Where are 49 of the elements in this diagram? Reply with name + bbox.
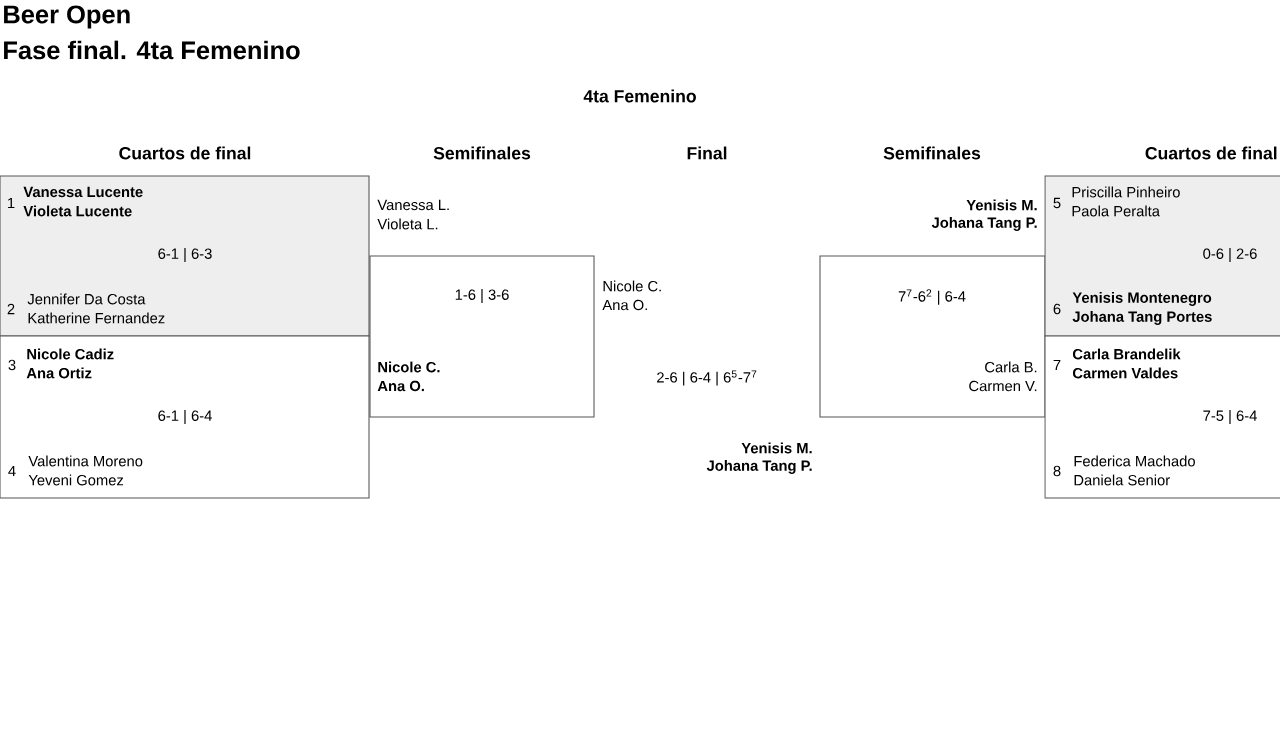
round-heading: Cuartos de final — [119, 146, 251, 160]
player-name: Carmen V. — [969, 380, 1037, 392]
player-name: Katherine Fernandez — [28, 312, 165, 324]
round-heading: Semifinales — [883, 146, 981, 160]
player-name: Ana O. — [377, 380, 424, 392]
seed-number: 6 — [1053, 303, 1061, 315]
round-heading: Final — [687, 146, 727, 160]
player-name: Nicole Cadiz — [27, 348, 114, 360]
player-name: Paola Peralta — [1072, 205, 1160, 217]
player-name: Johana Tang P. — [706, 460, 812, 474]
bracket-subtitle: Fase final. 4ta Femenino — [4, 40, 300, 60]
seed-number: 1 — [8, 197, 15, 209]
match-score: 6-1 | 6-3 — [158, 248, 212, 262]
player-name: Carla Brandelik — [1072, 348, 1181, 360]
player-name: Yenisis Montenegro — [1072, 292, 1212, 306]
player-name: Nicole C. — [378, 361, 440, 373]
player-name: Jennifer Da Costa — [27, 293, 146, 305]
player-name: Valentina Moreno — [28, 455, 143, 467]
round-heading: Cuartos de final — [1145, 146, 1277, 160]
match-score: 0-6 | 2-6 — [1203, 248, 1257, 262]
player-name: Yenisis M. — [966, 199, 1037, 211]
player-name: Johana Tang P. — [931, 217, 1037, 231]
match-score: 7$^{7}$-6$^{2}$ | 6-4 — [898, 289, 966, 305]
player-name: Carla B. — [985, 361, 1037, 373]
seed-number: 4 — [8, 465, 16, 477]
match-score: 7-5 | 6-4 — [1203, 410, 1257, 424]
seed-number: 7 — [1053, 359, 1061, 371]
player-name: Vanessa L. — [377, 199, 449, 211]
player-name: Vanessa Lucente — [23, 186, 143, 198]
round-heading: Semifinales — [433, 146, 531, 160]
seed-number: 5 — [1053, 197, 1061, 209]
player-name: Yeveni Gomez — [28, 474, 124, 486]
category-heading: 4ta Femenino — [583, 89, 696, 103]
match-score: 2-6 | 6-4 | 6$^{5}$-7$^{7}$ — [657, 370, 757, 386]
player-name: Violeta L. — [377, 218, 438, 230]
player-name: Carmen Valdes — [1072, 367, 1178, 379]
seed-number: 8 — [1053, 465, 1061, 477]
seed-number: 2 — [7, 303, 15, 315]
player-name: Yenisis M. — [741, 442, 812, 454]
player-name: Violeta Lucente — [23, 205, 132, 217]
match-score: 6-1 | 6-4 — [158, 410, 212, 424]
bracket-title: Beer Open — [4, 5, 130, 29]
player-name: Priscilla Pinheiro — [1072, 186, 1180, 198]
seed-number: 3 — [8, 359, 16, 371]
match-score: 1-6 | 3-6 — [455, 289, 509, 303]
player-name: Daniela Senior — [1074, 474, 1170, 486]
player-name: Johana Tang Portes — [1072, 311, 1212, 325]
player-name: Ana Ortiz — [26, 367, 92, 379]
player-name: Federica Machado — [1074, 455, 1195, 467]
